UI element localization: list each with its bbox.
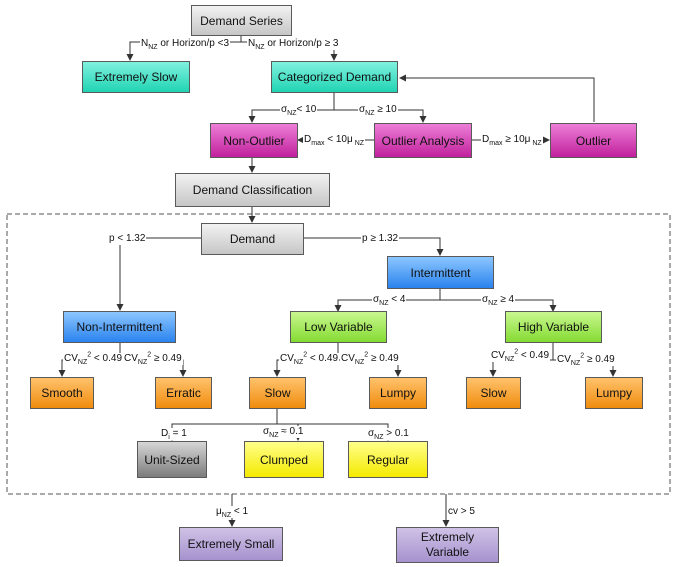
node-extremely-slow: Extremely Slow: [82, 61, 190, 93]
edge-outlier-loop: [399, 74, 595, 122]
label-p-ge: p ≥ 1.32: [361, 233, 400, 245]
label-cv-ge-ni: CVNZ2 ≥ 0.49: [123, 351, 183, 366]
node-intermittent: Intermittent: [387, 256, 494, 289]
node-low-variable: Low Variable: [290, 311, 387, 343]
node-regular: Regular: [348, 441, 428, 478]
node-extremely-small: Extremely Small: [179, 527, 283, 561]
node-extremely-variable: Extremely Variable: [396, 527, 499, 563]
label-cv-gt-5: cv > 5: [447, 506, 476, 518]
label-p-lt: p < 1.32: [108, 233, 147, 245]
label-dmax-lt: Dmax < 10μ NZ: [303, 134, 366, 147]
label-sigma-ge-10: σNZ ≥ 10: [358, 104, 398, 117]
dashed-region: [6, 213, 671, 495]
node-slow-low: Slow: [249, 377, 306, 409]
label-sigma-gt: σNZ > 0.1: [367, 428, 410, 441]
label-di-eq-1: Di = 1: [160, 428, 188, 441]
node-lumpy-low: Lumpy: [369, 377, 427, 409]
node-high-variable: High Variable: [505, 311, 602, 343]
node-outlier-analysis: Outlier Analysis: [374, 123, 472, 158]
label-cv-ge-low: CVNZ2 ≥ 0.49: [340, 351, 400, 366]
label-sigma-lt-4: σNZ < 4: [372, 294, 407, 307]
node-demand: Demand: [201, 223, 304, 255]
node-demand-classification: Demand Classification: [175, 173, 330, 207]
label-sigma-lt-10: σNZ< 10: [280, 104, 318, 117]
label-cv-lt-high: CVNZ2 < 0.49: [490, 348, 551, 363]
node-clumped: Clumped: [244, 441, 324, 478]
node-unit-sized: Unit-Sized: [137, 441, 207, 478]
node-outlier: Outlier: [550, 123, 637, 158]
label-cv-lt-ni: CVNZ2 < 0.49: [63, 351, 124, 366]
label-cv-ge-high: CVNZ2 ≥ 0.49: [556, 352, 616, 367]
edge-intermittent-high: [440, 299, 557, 312]
label-dmax-ge: Dmax ≥ 10μ NZ: [481, 134, 543, 147]
node-erratic: Erratic: [155, 377, 212, 409]
node-demand-series: Demand Series: [191, 5, 292, 36]
node-smooth: Smooth: [30, 377, 94, 409]
label-cv-lt-low: CVNZ2 < 0.49: [279, 351, 340, 366]
label-nnz-lt-3: NNZ or Horizon/p <3: [140, 38, 231, 51]
node-slow-high: Slow: [466, 377, 521, 409]
edge-demand-nonintermittent: [116, 237, 201, 311]
label-mu-lt-1: μNZ < 1: [215, 506, 250, 519]
node-non-intermittent: Non-Intermittent: [63, 311, 176, 343]
node-categorized-demand: Categorized Demand: [271, 61, 398, 93]
label-sigma-approx: σNZ ≈ 0.1: [262, 426, 305, 439]
node-lumpy-high: Lumpy: [585, 377, 643, 409]
label-sigma-ge-4: σNZ ≥ 4: [481, 294, 516, 307]
label-nnz-ge-3: NNZ or Horizon/p ≥ 3: [247, 38, 340, 51]
edge-demand-intermittent: [304, 237, 444, 256]
node-non-outlier: Non-Outlier: [210, 123, 298, 158]
